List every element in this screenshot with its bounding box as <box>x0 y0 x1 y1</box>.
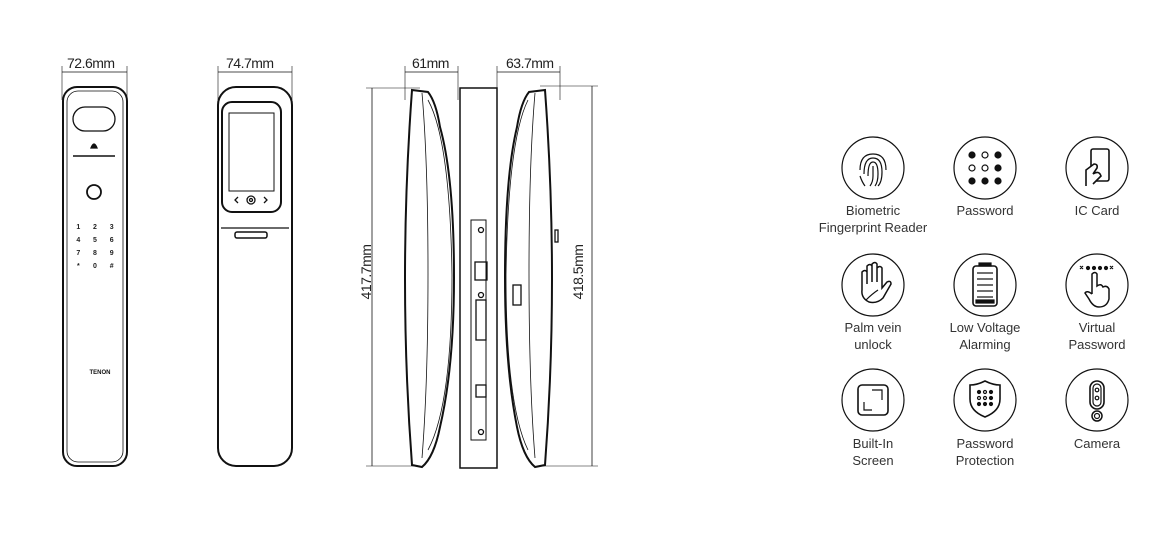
ic-card-icon <box>1065 136 1129 200</box>
keypad-key: 6 <box>109 237 114 244</box>
camera-icon <box>1065 368 1129 432</box>
keypad-key: 1 <box>76 224 81 231</box>
feature-label: Palm vein unlock <box>803 319 943 353</box>
keypad-key: 4 <box>76 237 81 244</box>
fingerprint-icon <box>841 136 905 200</box>
feature-label: Password <box>915 202 1055 219</box>
feature-label-line2: unlock <box>854 337 892 352</box>
front-depth-label: 61mm <box>412 55 449 71</box>
feature-label-line1: Virtual <box>1078 320 1116 335</box>
keypad-key: * <box>76 263 80 270</box>
feature-label-line2: Fingerprint Reader <box>818 220 928 235</box>
feature-label-line1: Password <box>956 436 1014 451</box>
shield-keypad-icon <box>953 368 1017 432</box>
back-depth-label: 63.7mm <box>506 55 554 71</box>
feature-label-line2: Screen <box>852 453 894 468</box>
feature-label-line1: IC Card <box>1074 203 1120 218</box>
side-view <box>366 66 598 469</box>
keypad-key: 5 <box>93 237 97 244</box>
feature-label-line1: Password <box>956 203 1014 218</box>
feature-label-line1: Built-In <box>852 436 894 451</box>
feature-label-line1: Low Voltage <box>949 320 1021 335</box>
feature-label: Camera <box>1027 435 1167 452</box>
feature-label-line2: Password <box>1068 337 1126 352</box>
feature-label-line1: Biometric <box>845 203 901 218</box>
keypad: 1 2 3 4 5 6 7 8 9 * 0 # <box>70 224 120 270</box>
back-height-label: 418.5mm <box>570 244 586 300</box>
keypad-key: 9 <box>109 250 114 257</box>
feature-label-line1: Camera <box>1073 436 1121 451</box>
keypad-key: 2 <box>93 224 97 231</box>
front-height-label: 417.7mm <box>358 244 374 300</box>
feature-icons <box>841 136 1129 432</box>
keypad-key: 3 <box>109 224 114 231</box>
touch-password-icon <box>1065 253 1129 317</box>
keypad-key: 0 <box>93 263 97 270</box>
back-view <box>217 66 293 467</box>
keypad-key: # <box>109 263 114 270</box>
feature-label-line2: Alarming <box>959 337 1011 352</box>
palm-icon <box>841 253 905 317</box>
front-width-label: 72.6mm <box>67 55 115 71</box>
back-width-label: 74.7mm <box>226 55 274 71</box>
battery-icon <box>953 253 1017 317</box>
keypad-key: 8 <box>93 250 97 257</box>
feature-label-line2: Protection <box>955 453 1015 468</box>
feature-label: IC Card <box>1027 202 1167 219</box>
screen-icon <box>841 368 905 432</box>
keypad-key: 7 <box>76 250 81 257</box>
front-view: TENON <box>61 66 128 467</box>
keypad-icon <box>953 136 1017 200</box>
svg-text:TENON: TENON <box>90 370 111 376</box>
feature-label-line1: Palm vein <box>844 320 902 335</box>
